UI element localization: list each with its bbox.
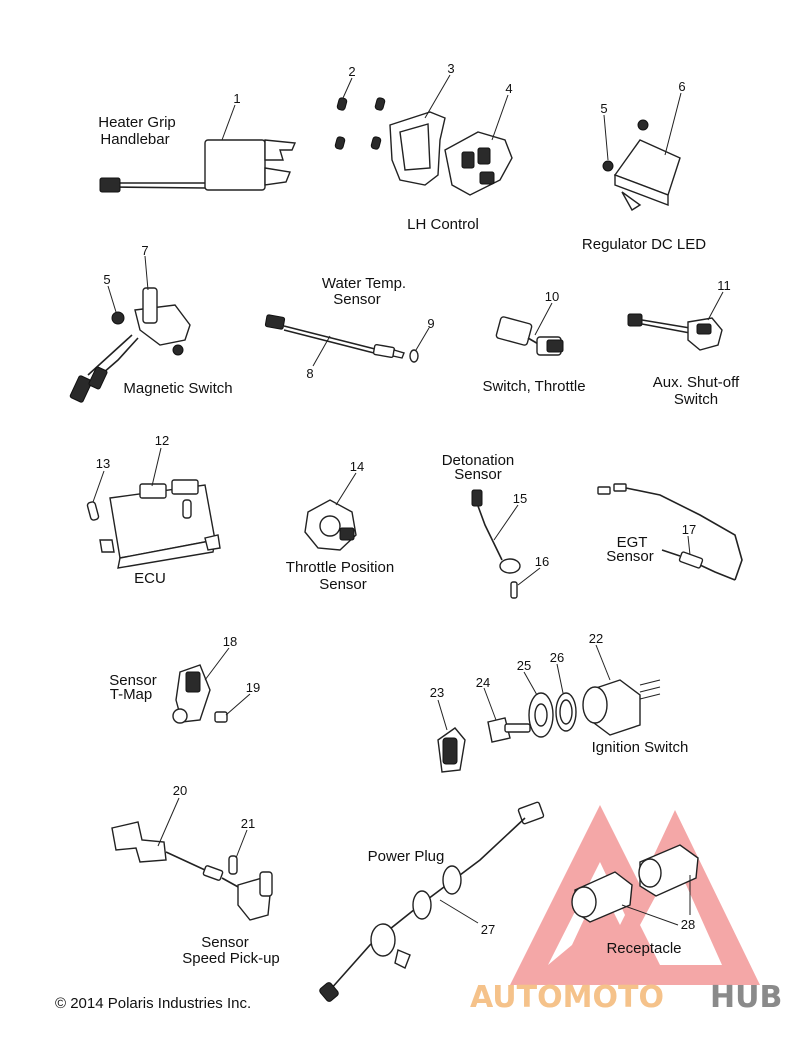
- label-regulator: Regulator DC LED: [582, 236, 706, 253]
- lh-control-part: [334, 74, 513, 196]
- callout-26: 26: [550, 650, 564, 665]
- detonation-sensor-part: [471, 489, 541, 599]
- label-ecu: ECU: [134, 570, 166, 587]
- callout-11: 11: [717, 278, 731, 293]
- callout-13: 13: [96, 456, 110, 471]
- callout-12: 12: [155, 433, 169, 448]
- watermark-logo: [510, 805, 760, 985]
- label-water-temp-line1: Water Temp.: [322, 275, 406, 292]
- callout-3: 3: [447, 61, 454, 76]
- callout-6: 6: [678, 79, 685, 94]
- label-speed-pickup-line1: Sensor: [201, 934, 249, 951]
- watermark-text-hub: HUB: [710, 980, 782, 1015]
- callout-17: 17: [682, 522, 696, 537]
- callout-18: 18: [223, 634, 237, 649]
- magnetic-switch-part: [69, 255, 191, 403]
- label-magnetic-switch: Magnetic Switch: [123, 380, 232, 397]
- label-heater-grip-line1: Heater Grip: [98, 114, 176, 131]
- callout-15: 15: [513, 491, 527, 506]
- callout-7: 7: [141, 243, 148, 258]
- callout-5a: 5: [600, 101, 607, 116]
- label-power-plug: Power Plug: [368, 848, 445, 865]
- label-receptacle: Receptacle: [606, 940, 681, 957]
- callout-22: 22: [589, 631, 603, 646]
- label-egt-line1: EGT: [617, 534, 648, 551]
- callout-2: 2: [348, 64, 355, 79]
- label-aux-shutoff-line1: Aux. Shut-off: [653, 374, 740, 391]
- callout-9: 9: [427, 316, 434, 331]
- label-water-temp-line2: Sensor: [333, 291, 381, 308]
- callout-19: 19: [246, 680, 260, 695]
- label-throttle-position-line1: Throttle Position: [286, 559, 394, 576]
- callout-5b: 5: [103, 272, 110, 287]
- throttle-position-sensor-part: [304, 472, 357, 551]
- callout-25: 25: [517, 658, 531, 673]
- switch-throttle-part: [495, 302, 564, 356]
- speed-pickup-sensor-part: [111, 797, 273, 921]
- callout-27: 27: [481, 922, 495, 937]
- copyright-text: © 2014 Polaris Industries Inc.: [55, 995, 251, 1012]
- callout-24: 24: [476, 675, 490, 690]
- heater-grip-part: [99, 104, 297, 193]
- power-plug-part: [319, 801, 545, 1002]
- receptacle-part: [571, 844, 699, 926]
- label-ignition-switch: Ignition Switch: [592, 739, 689, 756]
- label-detonation-line1: Detonation: [442, 452, 515, 469]
- callout-1: 1: [233, 91, 240, 106]
- callout-8: 8: [306, 366, 313, 381]
- regulator-part: [602, 92, 682, 211]
- egt-sensor-part: [597, 483, 743, 581]
- ignition-switch-part: [437, 644, 661, 773]
- callout-14: 14: [350, 459, 364, 474]
- label-tmap-line2: T-Map: [110, 686, 153, 703]
- callout-20: 20: [173, 783, 187, 798]
- callout-21: 21: [241, 816, 255, 831]
- callout-4: 4: [505, 81, 512, 96]
- label-aux-shutoff-line2: Switch: [674, 391, 718, 408]
- label-tmap-line1: Sensor: [109, 672, 157, 689]
- label-switch-throttle: Switch, Throttle: [482, 378, 585, 395]
- water-temp-sensor-part: [264, 314, 430, 367]
- watermark-text-automoto: AUTOMOTO: [470, 980, 664, 1015]
- label-heater-grip-line2: Handlebar: [100, 131, 169, 148]
- label-speed-pickup-line2: Speed Pick-up: [182, 950, 280, 967]
- callout-28: 28: [681, 917, 695, 932]
- callout-10: 10: [545, 289, 559, 304]
- ecu-part: [86, 447, 221, 569]
- label-detonation-line2: Sensor: [454, 466, 502, 483]
- sensor-tmap-part: [172, 647, 251, 724]
- aux-shutoff-switch-part: [627, 291, 724, 351]
- label-egt-line2: Sensor: [606, 548, 654, 565]
- label-throttle-position-line2: Sensor: [319, 576, 367, 593]
- callout-23: 23: [430, 685, 444, 700]
- label-lh-control: LH Control: [407, 216, 479, 233]
- callout-16: 16: [535, 554, 549, 569]
